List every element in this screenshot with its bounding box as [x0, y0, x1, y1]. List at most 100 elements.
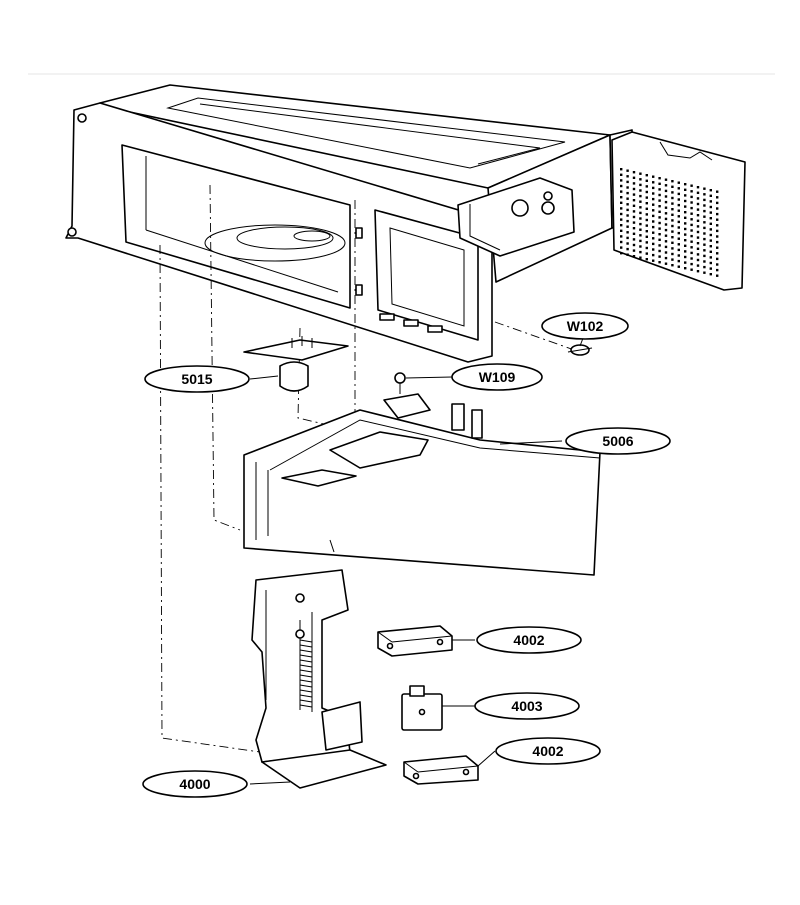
vent-hole: [677, 209, 680, 212]
vent-hole: [632, 249, 636, 252]
guide-line: [297, 327, 351, 431]
vent-hole: [652, 242, 655, 246]
switch-rivet: [462, 768, 470, 776]
leader-lines: [249, 332, 586, 785]
vent-hole: [632, 171, 636, 174]
vent-hole: [690, 268, 693, 271]
vent-hole: [684, 183, 687, 186]
vent-hole: [658, 182, 661, 185]
cavity-top-inner: [199, 103, 541, 165]
vent-hole: [658, 210, 661, 213]
vent-hole: [652, 175, 655, 178]
vent-hole: [658, 193, 661, 197]
vent-hole: [626, 208, 629, 212]
vent-hole: [703, 226, 706, 230]
vent-hole: [677, 198, 680, 201]
vent-hole: [716, 246, 719, 249]
latch-tooth: [299, 689, 313, 693]
vent-hole: [690, 201, 693, 204]
vent-hole: [645, 190, 648, 194]
vent-hole: [626, 253, 629, 256]
vent-hole: [632, 238, 636, 241]
vent-hole: [703, 271, 706, 274]
vent-hole: [620, 201, 623, 204]
control-panel-inner: [389, 227, 465, 327]
vent-hole: [671, 196, 674, 200]
vent-hole: [626, 180, 629, 184]
switch-rivet: [412, 772, 420, 780]
vent-hole: [709, 194, 712, 197]
vent-hole: [716, 240, 719, 244]
vent-hole: [677, 215, 680, 218]
vent-hole: [664, 256, 668, 260]
vent-hole: [696, 202, 700, 206]
vent-hole: [652, 181, 655, 184]
vent-holes: [620, 168, 719, 277]
vent-hole: [645, 235, 648, 238]
vent-hole: [703, 215, 706, 218]
magnetron-fins: [469, 204, 501, 251]
vent-hole: [645, 241, 648, 244]
vent-hole: [709, 267, 712, 270]
vent-hole: [639, 178, 642, 181]
cavity-assembly: [65, 84, 635, 363]
vent-hole: [626, 197, 629, 200]
vent-hole: [684, 250, 687, 253]
latch-tooth: [299, 659, 313, 663]
vent-hole: [620, 252, 623, 255]
vent-hole: [703, 243, 706, 246]
vent-hole: [690, 262, 693, 266]
switch-rivet: [418, 708, 426, 716]
vent-hole: [639, 256, 642, 259]
latch-tooth: [299, 704, 313, 708]
vent-hole: [652, 253, 655, 257]
vent-hole: [645, 246, 648, 250]
latch-hole: [355, 227, 363, 239]
vent-hole: [709, 239, 712, 242]
vent-hole: [696, 197, 700, 200]
callout-oval: [144, 365, 250, 393]
vent-hole: [639, 211, 642, 215]
vent-hole: [632, 176, 636, 179]
callout-oval: [451, 363, 543, 391]
callout-4000: 4000: [142, 770, 248, 798]
switch-edge: [391, 635, 453, 643]
vent-hole: [664, 228, 668, 232]
turntable-outer: [204, 224, 346, 262]
vent-hole: [684, 194, 687, 197]
vent-hole: [716, 263, 719, 266]
callout-oval: [495, 737, 601, 765]
vent-hole: [658, 199, 661, 202]
vent-hole: [684, 199, 687, 203]
vent-hole: [671, 185, 674, 188]
leader-4002-bottom: [477, 750, 496, 767]
vent-hole: [639, 239, 642, 243]
vent-hole: [690, 212, 693, 215]
callout-text: 4003: [511, 698, 542, 714]
vent-hole: [716, 207, 719, 210]
magnetron-screw: [543, 191, 553, 201]
vent-hole: [677, 187, 680, 190]
callout-4003: 4003: [474, 692, 580, 720]
vent-hole: [709, 273, 712, 276]
vent-hole: [716, 257, 719, 261]
vent-hole: [664, 234, 668, 237]
screw-w102: [567, 344, 593, 356]
vent-hole: [690, 251, 693, 255]
vent-hole: [626, 247, 629, 251]
latch-tooth: [299, 649, 313, 653]
callout-oval: [541, 312, 629, 340]
rear-vent-panel: [611, 131, 746, 291]
vent-hole: [664, 184, 668, 187]
panel-slot: [379, 313, 395, 321]
vent-hole: [690, 234, 693, 238]
vent-hole: [626, 225, 629, 228]
vent-hole: [645, 196, 648, 199]
guide-line: [494, 321, 581, 353]
vent-hole: [690, 184, 693, 187]
vent-hole: [690, 257, 693, 260]
vent-hole: [664, 245, 668, 249]
latch-tooth: [299, 699, 313, 703]
callout-text: W109: [479, 369, 516, 385]
